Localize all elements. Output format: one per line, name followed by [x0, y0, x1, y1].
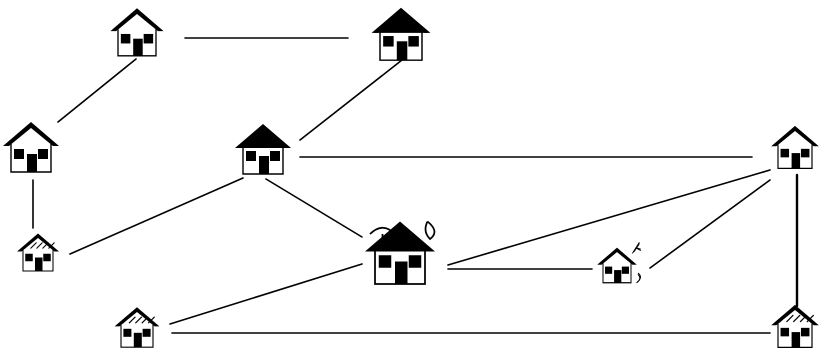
- edge-house-b-house-e: [299, 59, 403, 141]
- house-i-house-icon: [770, 304, 820, 348]
- edge-house-e-house-g: [265, 178, 363, 238]
- edge-house-e-house-f: [69, 177, 244, 255]
- house-k-house-icon: [596, 241, 642, 284]
- edge-layer: [32, 37, 799, 334]
- edge-house-a-house-c: [57, 58, 137, 123]
- house-b-house-icon: [370, 6, 432, 61]
- house-e-house-icon: [234, 123, 292, 175]
- house-j-house-icon: [770, 125, 820, 169]
- edge-house-g-house-j: [447, 169, 771, 266]
- edge-house-h-house-j: [649, 179, 771, 269]
- house-g-house-icon: [364, 220, 436, 285]
- edge-house-g-house-i: [169, 263, 363, 325]
- house-f-house-icon: [114, 306, 160, 348]
- house-a-house-icon: [109, 7, 165, 57]
- house-d-house-icon: [16, 232, 60, 272]
- node-layer: [2, 6, 820, 348]
- house-c-house-icon: [2, 121, 60, 173]
